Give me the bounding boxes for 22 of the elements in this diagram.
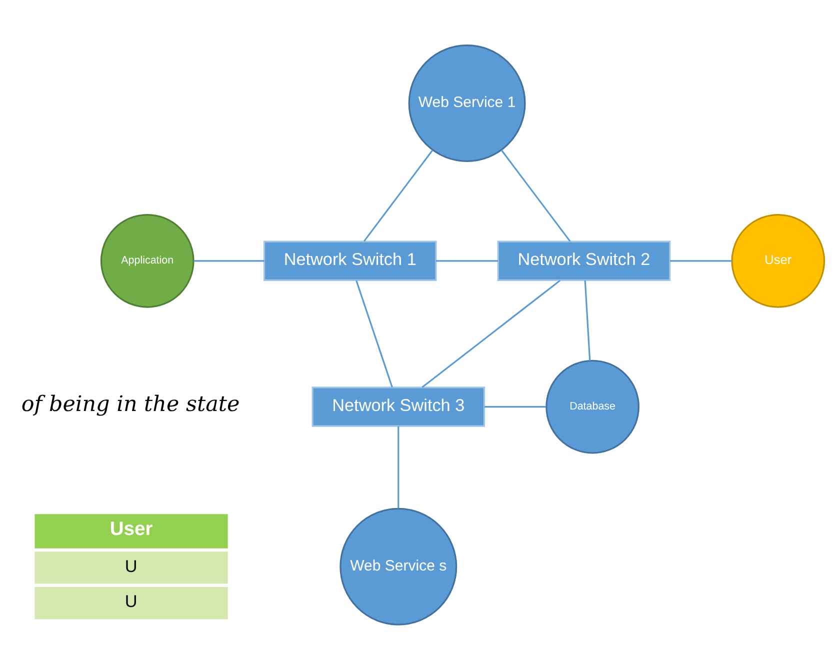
connector — [436, 260, 498, 262]
node-circle: User — [731, 213, 826, 308]
node-circle: Application — [100, 213, 194, 308]
node-circle: Web Service s — [340, 507, 458, 625]
connector — [398, 426, 400, 508]
node-box: Network Switch 1 — [264, 240, 437, 281]
connector — [356, 280, 393, 388]
node-box: Network Switch 3 — [312, 386, 485, 426]
node-circle: Database — [546, 359, 640, 454]
connector — [670, 260, 732, 262]
label: U — [124, 590, 138, 611]
connector — [584, 280, 591, 360]
connector — [363, 149, 434, 242]
connector — [422, 279, 561, 388]
connector — [500, 149, 571, 242]
node-box: Network Switch 2 — [497, 240, 671, 281]
connector — [194, 260, 264, 262]
label: User — [110, 518, 153, 540]
connector — [484, 406, 546, 408]
label: U — [124, 555, 138, 576]
node-circle: Web Service 1 — [408, 44, 526, 162]
label: of being in the state — [21, 392, 240, 417]
